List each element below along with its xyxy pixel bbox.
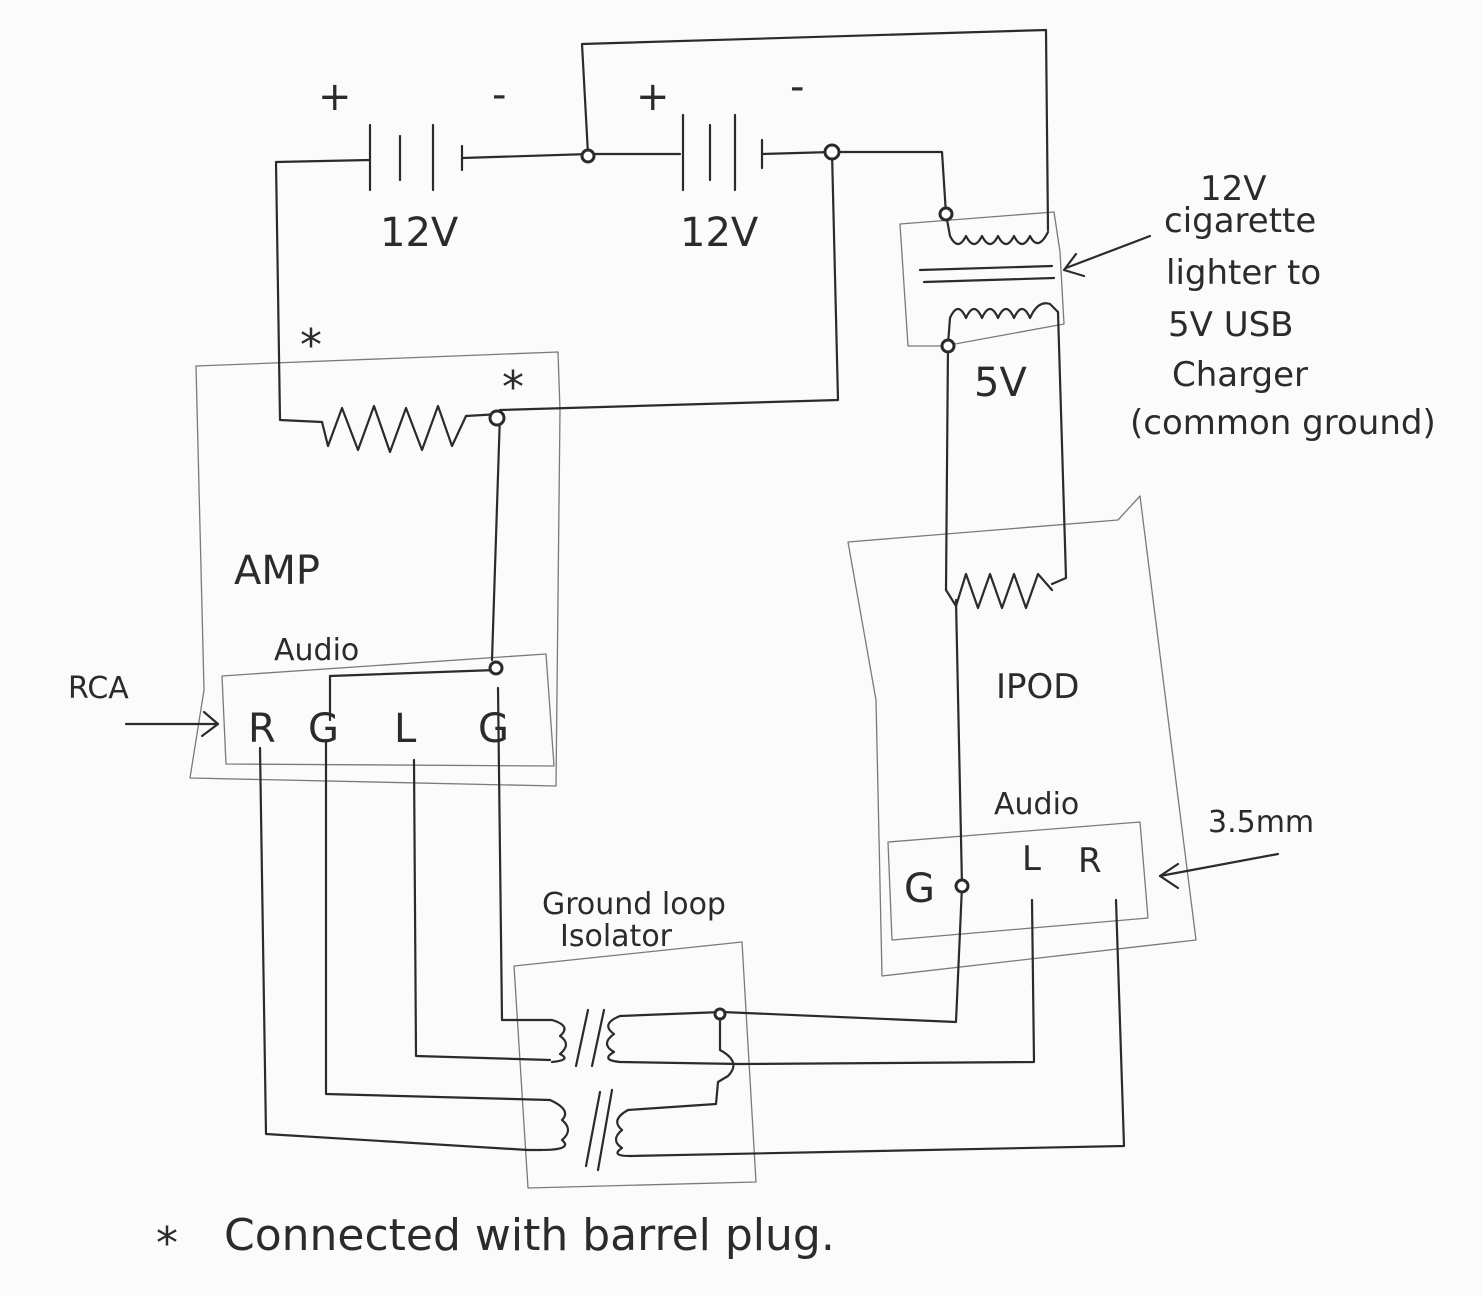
junction-amp-audio-ground bbox=[488, 660, 504, 676]
battery-2-plus-label: + bbox=[636, 74, 670, 120]
charger-label-line-4: 5V USB bbox=[1168, 305, 1294, 345]
charger-arrow bbox=[1062, 234, 1152, 278]
isolator-box bbox=[513, 941, 757, 1189]
rca-label: RCA bbox=[68, 671, 129, 706]
junction-charger-output bbox=[940, 338, 956, 354]
amp-ground-wire bbox=[490, 412, 502, 662]
ipod-l-label: L bbox=[1022, 839, 1041, 879]
battery-1-minus-label: - bbox=[492, 72, 506, 118]
ipod-ground-wire bbox=[954, 598, 964, 888]
rca-g2-label: G bbox=[478, 706, 509, 752]
ipod-box bbox=[847, 495, 1197, 977]
charger-label-line-6: (common ground) bbox=[1130, 403, 1436, 443]
footnote-star-mark: * bbox=[156, 1218, 178, 1269]
ipod-label: IPOD bbox=[996, 667, 1079, 707]
isolator-transformer-2 bbox=[538, 1088, 632, 1172]
amp-label: AMP bbox=[234, 548, 320, 594]
junction-amp-ground bbox=[488, 409, 506, 427]
charger-return-wire bbox=[1050, 310, 1068, 586]
audio-wires bbox=[258, 686, 1126, 1158]
junction-battery-negative bbox=[823, 143, 841, 161]
junction-isolator-ground bbox=[713, 1007, 727, 1021]
isolator-transformer-1 bbox=[550, 1008, 622, 1068]
charger-label-line-5: Charger bbox=[1172, 355, 1308, 395]
ipod-g-label: G bbox=[904, 866, 935, 912]
isolator-label-line-2: Isolator bbox=[560, 919, 673, 954]
battery-2-minus-label: - bbox=[790, 64, 804, 110]
charger-label-line-3: lighter to bbox=[1166, 253, 1321, 293]
battery-2-voltage-label: 12V bbox=[680, 210, 759, 256]
ipod-audio-label: Audio bbox=[994, 787, 1079, 822]
charger-label-line-2: cigarette bbox=[1164, 201, 1316, 241]
amp-audio-label: Audio bbox=[274, 633, 359, 668]
battery-2-symbol bbox=[681, 113, 764, 192]
charger-box bbox=[899, 211, 1065, 347]
amp-box bbox=[189, 351, 561, 787]
amp-audio-panel bbox=[221, 653, 555, 767]
junction-charger-input bbox=[938, 206, 954, 222]
battery-1-voltage-label: 12V bbox=[380, 210, 459, 256]
charger-transformer bbox=[918, 212, 1060, 346]
junction-battery-series bbox=[580, 148, 596, 164]
output-voltage-label: 5V bbox=[974, 360, 1027, 406]
battery-1-symbol bbox=[368, 123, 464, 192]
isolator-label-line-1: Ground loop bbox=[542, 887, 726, 922]
battery-1-plus-label: + bbox=[318, 74, 352, 120]
rca-l-label: L bbox=[394, 706, 417, 752]
jack-arrow bbox=[1158, 852, 1280, 890]
junction-ipod-ground bbox=[954, 878, 970, 894]
footnote-text: Connected with barrel plug. bbox=[224, 1210, 835, 1261]
charger-5v-wire bbox=[944, 342, 950, 592]
barrel-plug-star-mark-battery: * bbox=[300, 320, 322, 371]
amp-ground-bus bbox=[328, 668, 498, 722]
rca-arrow bbox=[124, 710, 220, 738]
ipod-resistor bbox=[944, 572, 1054, 610]
barrel-plug-star-mark-amp: * bbox=[502, 362, 524, 413]
charger-label-line-1: 12V bbox=[1200, 169, 1267, 209]
ipod-r-label: R bbox=[1078, 841, 1102, 881]
rca-g1-label: G bbox=[308, 706, 339, 752]
rca-r-label: R bbox=[248, 706, 276, 752]
ipod-audio-panel bbox=[887, 821, 1149, 941]
jack-label: 3.5mm bbox=[1208, 805, 1314, 840]
amp-resistor bbox=[320, 404, 502, 454]
